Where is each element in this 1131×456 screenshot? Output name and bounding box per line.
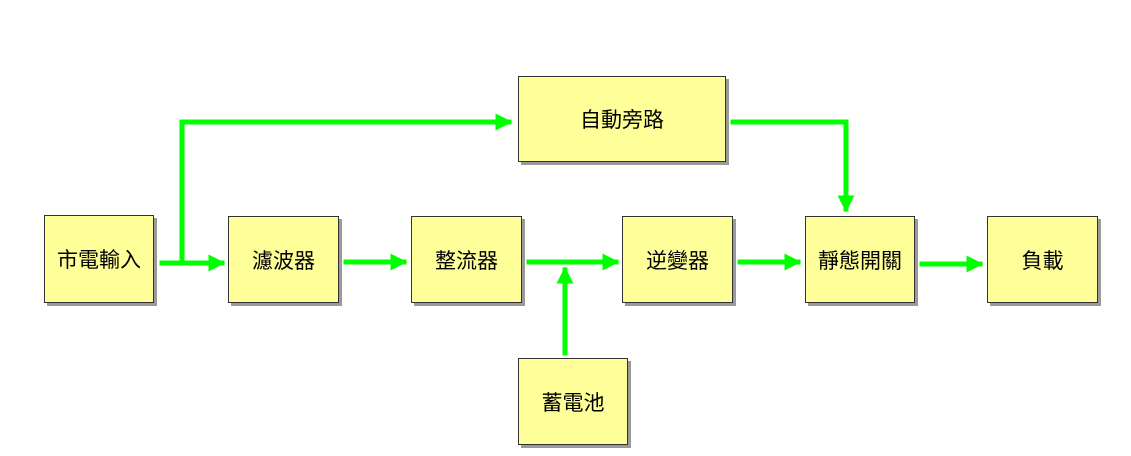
arrow-bypass-to-switch xyxy=(730,119,855,213)
node-load: 負載 xyxy=(987,216,1098,303)
node-filter: 濾波器 xyxy=(228,216,339,303)
node-static-switch: 靜態開關 xyxy=(805,216,915,303)
arrow-mains-to-bypass xyxy=(179,113,513,266)
node-inverter: 逆變器 xyxy=(622,216,733,303)
node-rectifier: 整流器 xyxy=(411,216,522,303)
node-auto-bypass: 自動旁路 xyxy=(518,76,726,162)
node-battery: 蓄電池 xyxy=(518,358,628,445)
node-mains-input: 市電輸入 xyxy=(44,215,154,303)
